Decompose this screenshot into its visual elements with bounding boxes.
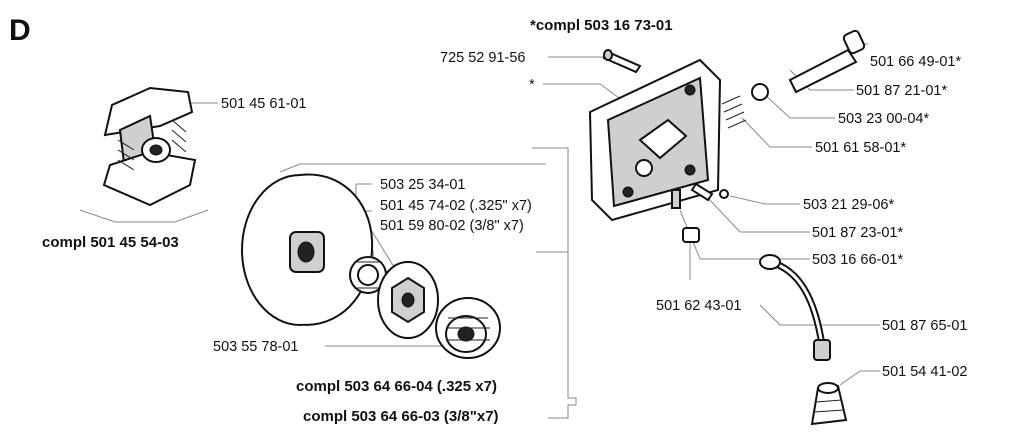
part-label-501544102: 501 54 41-02 <box>882 364 968 380</box>
assembly-label-drum-38: compl 503 64 66-03 (3/8"x7) <box>303 408 499 425</box>
spur-sprocket-drawing <box>435 297 501 359</box>
part-label-501624301: 501 62 43-01 <box>656 298 742 314</box>
rim-sprocket-drawing <box>377 261 439 339</box>
leader-lines <box>79 43 880 419</box>
part-label-725529156: 725 52 91-56 <box>440 50 526 66</box>
clutch-drum-drawing <box>241 173 374 326</box>
oil-filter-drawing <box>810 382 848 426</box>
part-label-501664901: 501 66 49-01* <box>870 54 962 70</box>
part-label-501598002: 501 59 80-02 (3/8" x7) <box>380 218 524 234</box>
part-label-501457402: 501 45 74-02 (.325" x7) <box>380 198 532 214</box>
assembly-label-clutch: compl 501 45 54-03 <box>42 234 179 251</box>
pump-piston-drawing <box>671 29 866 243</box>
part-label-501456101: 501 45 61-01 <box>221 96 307 112</box>
clutch-assembly-drawing <box>102 86 197 207</box>
part-label-501872101: 501 87 21-01* <box>856 83 948 99</box>
part-label-501876501: 501 87 65-01 <box>882 318 968 334</box>
screw-drawing <box>602 49 642 74</box>
oil-hose-drawing <box>759 254 831 361</box>
headline-assembly-label: *compl 503 16 73-01 <box>530 17 673 34</box>
part-label-503212906: 503 21 29-06* <box>803 197 895 213</box>
section-letter: D <box>9 14 31 47</box>
part-label-501615801: 501 61 58-01* <box>815 140 907 156</box>
assembly-label-drum-325: compl 503 64 66-04 (.325 x7) <box>296 378 497 395</box>
part-label-503557801: 503 55 78-01 <box>213 339 299 355</box>
part-label-503166601: 503 16 66-01* <box>812 252 904 268</box>
part-label-501872301: 501 87 23-01* <box>812 225 904 241</box>
oil-pump-housing-drawing <box>588 58 722 222</box>
part-label-503230004: 503 23 00-04* <box>838 111 930 127</box>
part-label-503253401: 503 25 34-01 <box>380 177 466 193</box>
part-label-star: * <box>529 77 535 93</box>
